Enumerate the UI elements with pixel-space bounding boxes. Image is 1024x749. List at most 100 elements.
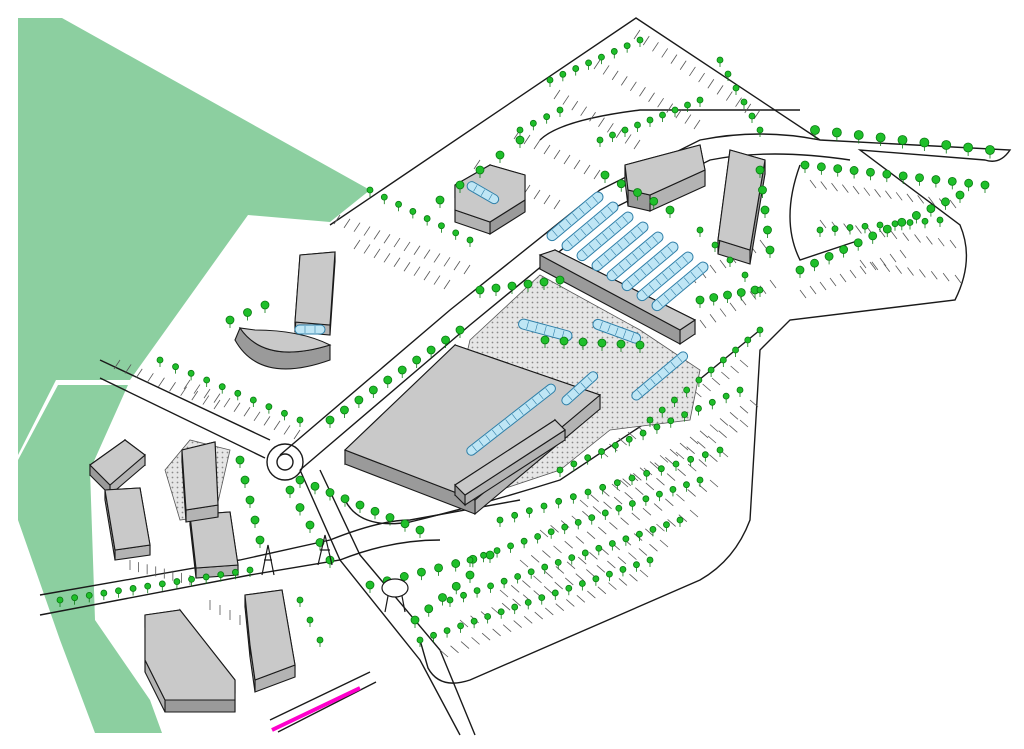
tree-canopy	[495, 150, 505, 160]
tree-canopy	[596, 136, 604, 144]
canopy-rib	[472, 445, 477, 452]
tree-canopy	[487, 582, 494, 590]
canopy-rib	[607, 206, 613, 213]
canopy-rib	[683, 277, 690, 284]
parking-stall	[709, 454, 718, 463]
parking-stall	[639, 569, 649, 578]
tree-canopy	[800, 160, 810, 170]
tree-icon	[695, 295, 705, 308]
parking-stall	[666, 103, 674, 113]
tree-canopy	[755, 165, 765, 175]
tree-canopy	[719, 356, 727, 364]
tree-icon	[672, 460, 680, 471]
tree-canopy	[370, 506, 380, 516]
parking-stall	[383, 234, 391, 244]
tree-icon	[455, 325, 465, 338]
tree-icon	[249, 396, 257, 407]
west-building-3	[189, 511, 239, 579]
tree-canopy	[861, 222, 869, 230]
tree-icon	[310, 481, 320, 495]
tree-icon	[380, 193, 388, 205]
tree-canopy	[400, 519, 410, 529]
tree-icon	[831, 127, 842, 141]
parking-stall	[393, 237, 401, 248]
parking-stall	[343, 218, 351, 229]
canopy-rib	[518, 408, 524, 415]
tree-icon	[891, 220, 899, 231]
parking-stall	[202, 395, 210, 405]
tree-canopy	[831, 127, 842, 138]
tree-icon	[611, 441, 619, 453]
tree-icon	[659, 111, 666, 122]
tree-icon	[810, 125, 820, 139]
canopy-rib	[595, 238, 602, 246]
tree-canopy	[980, 180, 990, 190]
tree-canopy	[911, 211, 921, 220]
tree-canopy	[635, 340, 645, 350]
tree-canopy	[115, 587, 122, 595]
tree-canopy	[235, 455, 245, 465]
tree-icon	[592, 575, 600, 586]
parking-stall	[283, 425, 291, 435]
tree-canopy	[554, 558, 562, 566]
tree-canopy	[941, 140, 952, 150]
tree-canopy	[540, 502, 548, 510]
tree-icon	[634, 121, 641, 132]
tree-icon	[853, 130, 864, 144]
tree-canopy	[853, 130, 864, 140]
parking-stall	[949, 239, 957, 249]
tree-canopy	[85, 591, 93, 599]
tree-canopy	[636, 36, 644, 44]
tree-canopy	[465, 570, 475, 580]
tree-canopy	[711, 241, 719, 249]
tree-icon	[243, 308, 252, 321]
tree-canopy	[473, 587, 481, 594]
tree-icon	[833, 164, 843, 177]
tree-canopy	[598, 448, 605, 455]
tree-icon	[941, 197, 950, 210]
tree-canopy	[610, 48, 618, 55]
tree-icon	[527, 568, 535, 579]
tree-canopy	[634, 121, 641, 129]
parking-stall	[564, 540, 573, 549]
tree-canopy	[964, 178, 974, 188]
tree-canopy	[426, 345, 436, 355]
tree-icon	[831, 225, 839, 236]
tree-icon	[325, 555, 335, 568]
tree-icon	[234, 389, 242, 401]
tree-canopy	[608, 540, 616, 547]
parking-stall	[587, 590, 596, 599]
parking-stall	[852, 185, 860, 195]
parking-stall	[635, 487, 644, 495]
tree-icon	[491, 283, 501, 296]
tree-icon	[695, 376, 703, 387]
tree-canopy	[882, 169, 892, 179]
tree-icon	[225, 315, 235, 328]
tree-canopy	[636, 530, 643, 538]
canopy-rib	[578, 207, 585, 214]
tree-canopy	[217, 571, 225, 579]
parking-stall	[522, 580, 531, 588]
tree-canopy	[810, 258, 819, 268]
tree-canopy	[722, 392, 730, 400]
tree-canopy	[249, 396, 257, 404]
canopy-rib	[652, 236, 658, 243]
parking-stall	[883, 263, 891, 272]
canopy-rib	[602, 233, 608, 240]
tree-canopy	[756, 326, 764, 334]
tree-icon	[701, 451, 709, 462]
parking-stall	[213, 399, 221, 410]
curved-building-west	[181, 441, 219, 523]
tree-canopy	[708, 398, 716, 406]
tree-icon	[473, 587, 481, 598]
parking-stall	[223, 397, 231, 408]
tree-icon	[511, 603, 519, 615]
ring-road	[279, 133, 821, 456]
tree-icon	[635, 340, 645, 353]
tree-icon	[265, 403, 273, 414]
tree-canopy	[695, 295, 705, 305]
parking-stall	[590, 494, 599, 502]
tree-canopy	[915, 173, 924, 183]
canopy-rib	[677, 356, 683, 362]
tree-icon	[723, 290, 732, 303]
